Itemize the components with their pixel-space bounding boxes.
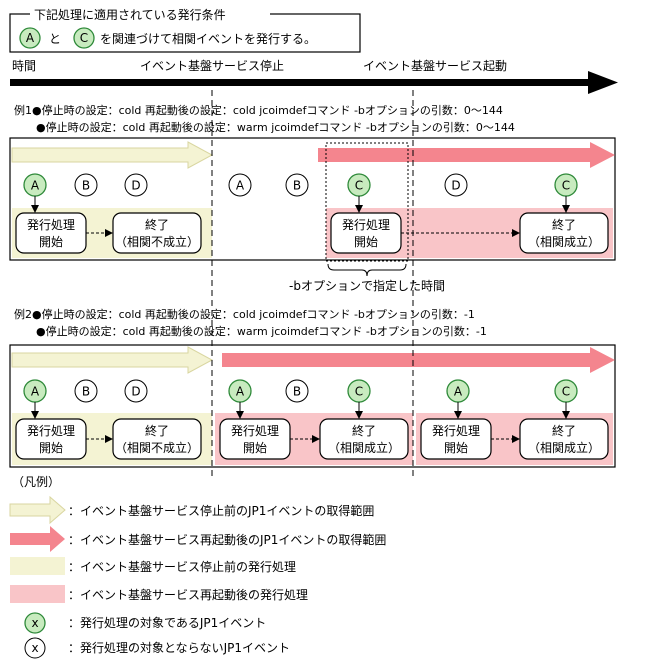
example1-panel: A B D A B C D C 発行処理 開始 終了 （相関不成立） 発行処理 開始 終了 （… [9,137,616,262]
timeline: 時間 イベント基盤サービス停止 イベント基盤サービス起動 [10,58,618,94]
ex1-event-7-icon [444,173,468,197]
timeline-time-label: 時間 [12,59,36,73]
ex2-end-ok-1-2: （相関成立） [328,440,400,455]
condition-title: 下記処理に適用されている発行条件 [34,7,226,22]
ex1-proc-start-2: 開始 [39,235,63,249]
ex2-end-fail-box [112,418,202,460]
condition-text: を関連づけて相関イベントを発行する。 [100,32,316,46]
ex1-proc-start-2-1: 発行処理 [342,218,390,232]
ex2-proc-3-1: 発行処理 [432,424,480,438]
condition-box: 下記処理に適用されている発行条件 A と C を関連づけて相関イベントを発行する… [9,6,361,53]
ex2-event-4-label: A [236,385,245,399]
svg-text:例2●停止時の設定：cold 再起動後の設定：cold jc: 例2●停止時の設定：cold 再起動後の設定：cold jcoimdefコマンド… [14,307,475,321]
timeline-start-label: イベント基盤サービス起動 [363,59,507,73]
ex1-event-6-label: C [355,179,363,193]
ex2-event-8-label: C [562,385,570,399]
ex1-event-3-icon [124,173,148,197]
legend-title: （凡例） [12,475,60,489]
ex2-event-3-icon [124,379,148,403]
ex1-event-8-label: C [562,179,570,193]
ex1-proc-start-2-2: 開始 [354,235,378,249]
legend-arrow-after: ：イベント基盤サービス再起動後のJP1イベントの取得範囲 [68,532,386,547]
ex2-event-2-icon [74,379,98,403]
ex1-event-7-label: D [451,179,460,193]
ex2-event-6-label: C [355,385,363,399]
ex1-event-2-label: B [82,179,90,193]
ex1-event-2-icon [74,173,98,197]
condition-letter-c: C [80,31,88,45]
event-circle-c-icon [73,27,95,49]
ex2-end-fail-2: （相関不成立） [115,440,199,455]
ex1-after-range-arrow [318,142,615,168]
ex1-event-3-label: D [131,179,140,193]
ex2-end-ok-2-1: 終了 [552,423,576,438]
ex1-event-4-label: A [236,179,245,193]
ex1-end-ok-1: 終了 [552,217,576,232]
ex2-end-ok-2-2: （相関成立） [528,440,600,455]
ex2-prefix: 例2 [14,307,32,321]
legend-after-box-icon [10,585,65,603]
ex1-event-1-label: A [31,179,40,193]
ex1-line1: ●停止時の設定：cold 再起動後の設定：cold jcoimdefコマンド -… [32,103,503,117]
b-option-brace [327,263,407,277]
ex1-b-option-range [325,142,409,262]
ex1-event-5-icon [285,173,309,197]
legend-target-event-icon [24,612,46,634]
legend-after-arrow-icon [10,526,65,552]
legend-target: ：発行処理の対象であるJP1イベント [68,616,266,630]
legend-arrow-before: ：イベント基盤サービス停止前のJP1イベントの取得範囲 [68,503,374,518]
legend-box-after: ：イベント基盤サービス再起動後の発行処理 [68,588,308,602]
ex2-end-ok-box-2 [519,418,609,460]
ex2-event-1-label: A [31,385,40,399]
ex2-proc-2-1: 発行処理 [231,424,279,438]
ex1-end-ok-box [519,212,609,254]
svg-text:例1●停止時の設定：cold 再起動後の設定：cold jc: 例1●停止時の設定：cold 再起動後の設定：cold jcoimdefコマンド… [14,103,503,117]
ex1-end-fail-1: 終了 [145,217,169,232]
legend: （凡例） ：イベント基盤サービス停止前のJP1イベントの取得範囲 ：イベント基盤… [9,475,386,659]
ex1-proc-start-1: 発行処理 [27,218,75,232]
ex1-end-fail-box [112,212,202,254]
ex1-end-fail-2: （相関不成立） [115,234,199,249]
ex2-after-range-arrow [222,347,615,373]
ex2-event-5-label: B [293,385,301,399]
legend-before-arrow-icon [9,495,66,525]
ex2-proc-2-2: 開始 [243,441,267,455]
legend-nontarget-symbol: x [31,641,38,655]
condition-letter-a: A [26,31,35,45]
ex2-line2: ●停止時の設定：cold 再起動後の設定：warm jcoimdefコマンド -… [36,324,487,338]
ex1-line2: ●停止時の設定：cold 再起動後の設定：warm jcoimdefコマンド -… [36,120,515,134]
ex1-event-4-icon [228,173,252,197]
ex2-before-range-arrow [11,346,214,374]
ex2-end-ok-box-1 [319,418,409,460]
timeline-stop-label: イベント基盤サービス停止 [140,58,284,73]
legend-target-symbol: x [31,616,38,630]
ex2-end-ok-1-1: 終了 [352,423,376,438]
timeline-arrowhead-icon [588,71,618,94]
example2-panel: A B D A B C A C 発行処理 開始 終了 （相関不成立） 発行処理 開始 終了 （… [9,344,616,468]
ex1-event-5-label: B [293,179,301,193]
condition-conj: と [49,32,61,46]
b-option-note: -bオプションで指定した時間 [289,278,445,293]
ex2-event-3-label: D [131,385,140,399]
ex1-end-ok-2: （相関成立） [528,234,600,249]
event-circle-a-icon [19,27,41,49]
ex2-proc-1-1: 発行処理 [27,424,75,438]
ex1-before-range-arrow [11,141,214,169]
ex2-event-5-icon [285,379,309,403]
legend-before-box-icon [10,557,65,575]
legend-nontarget-event-icon [24,637,46,659]
ex2-line1: ●停止時の設定：cold 再起動後の設定：cold jcoimdefコマンド -… [32,307,475,321]
ex2-proc-3-2: 開始 [444,441,468,455]
ex2-event-7-label: A [454,385,463,399]
ex1-prefix: 例1 [14,103,32,117]
legend-nontarget: ：発行処理の対象とならないJP1イベント [68,641,290,655]
ex2-end-fail-1: 終了 [145,423,169,438]
legend-box-before: ：イベント基盤サービス停止前の発行処理 [68,559,296,574]
ex2-event-2-label: B [82,385,90,399]
timeline-bar [10,79,590,86]
ex2-proc-1-2: 開始 [39,441,63,455]
